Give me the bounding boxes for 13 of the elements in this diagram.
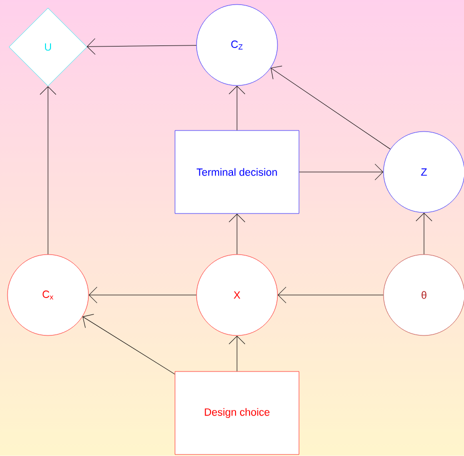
- arrow: [228, 86, 246, 131]
- arrow: [228, 214, 246, 255]
- arrow: [86, 38, 197, 55]
- arrow: [88, 286, 197, 304]
- arrow: [40, 86, 56, 255]
- arrow: [278, 286, 384, 304]
- arrow: [298, 164, 384, 180]
- decision-box: Terminal decision: [174, 130, 300, 214]
- arrow: [270, 66, 391, 150]
- arrow: [416, 212, 432, 255]
- arrow: [228, 336, 246, 372]
- decision-box: Design choice: [174, 371, 300, 455]
- arrow: [82, 314, 176, 374]
